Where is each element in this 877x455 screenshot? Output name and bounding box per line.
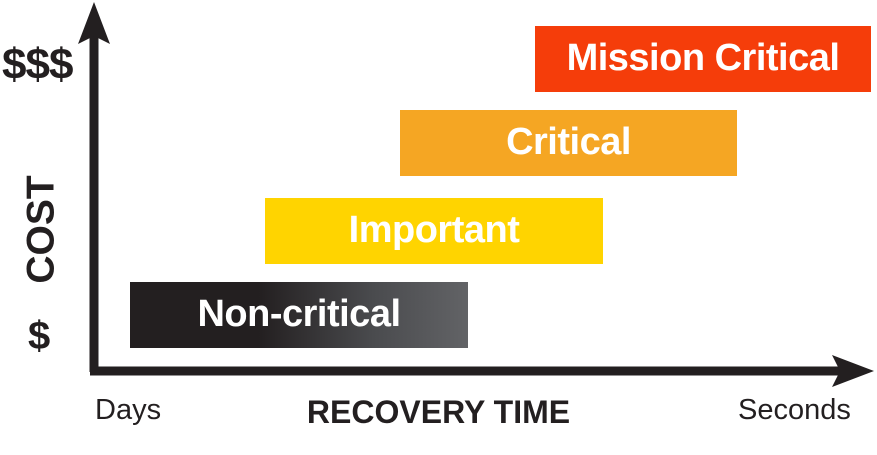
- bar-non-critical[interactable]: Non-critical: [130, 282, 468, 348]
- bar-label-important: Important: [348, 209, 520, 251]
- bar-label-mission-critical: Mission Critical: [566, 37, 840, 79]
- bar-label-critical: Critical: [506, 121, 631, 163]
- cost-axis-title: COST: [19, 175, 63, 284]
- cost-axis-low-tick: $: [28, 314, 51, 358]
- bar-mission-critical[interactable]: Mission Critical: [535, 26, 871, 92]
- x-axis-arrow-icon: [832, 355, 874, 387]
- bar-critical[interactable]: Critical: [400, 110, 737, 176]
- cost-axis-high-tick: $$$: [2, 40, 73, 89]
- x-axis-start-tick: Days: [95, 394, 162, 426]
- y-axis-arrow-icon: [78, 2, 110, 44]
- x-axis-title: RECOVERY TIME: [306, 394, 571, 430]
- bar-important[interactable]: Important: [265, 198, 603, 264]
- bar-label-non-critical: Non-critical: [197, 293, 401, 335]
- x-axis-end-tick: Seconds: [738, 394, 851, 426]
